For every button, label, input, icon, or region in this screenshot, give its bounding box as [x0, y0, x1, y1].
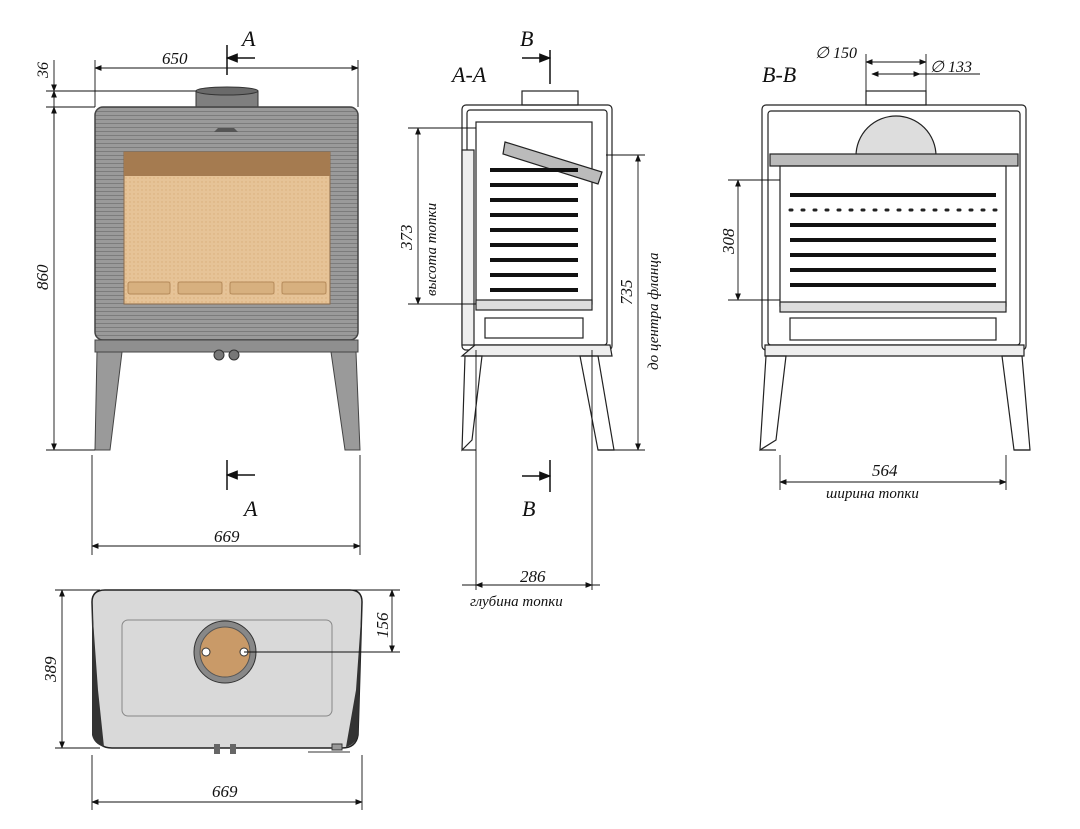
section-aa-dimensions	[408, 50, 645, 590]
section-label-a-bottom: A	[242, 496, 258, 521]
section-aa-view	[460, 90, 615, 452]
front-dimension-labels: 650 36 860 669 A A	[33, 26, 258, 546]
dim-firebox-height: 373	[397, 225, 416, 252]
dim-flue-offset: 156	[373, 612, 392, 638]
section-bb-labels: B-B ∅ 150 ∅ 133 308 564 ширина топки	[719, 45, 972, 502]
air-knob-right	[228, 349, 240, 361]
air-knobs-top	[214, 744, 220, 754]
section-bb-view	[759, 90, 1031, 452]
leg-left	[94, 351, 123, 451]
top-view-labels: 389 156 669	[41, 612, 392, 801]
label-firebox-width: ширина топки	[826, 486, 919, 502]
dim-flue-height: 36	[35, 62, 52, 79]
ash-section	[94, 339, 359, 353]
section-label-b-top: B	[520, 26, 533, 51]
dim-top-width: 669	[212, 782, 238, 801]
top-view	[91, 589, 363, 754]
top-view-dimensions	[55, 589, 400, 810]
section-aa-title: A-A	[450, 62, 487, 87]
dim-firebox-depth: 286	[520, 567, 546, 586]
dim-top-depth: 389	[41, 656, 60, 683]
dim-height: 860	[33, 264, 52, 290]
section-aa-labels: A-A B B 373 высота топки 735 до центра ф…	[397, 26, 662, 610]
section-label-a-top: A	[240, 26, 256, 51]
air-knob-left	[213, 349, 225, 361]
dim-flue-outer: ∅ 150	[815, 45, 857, 62]
section-bb-title: B-B	[762, 62, 796, 87]
glass-door	[123, 151, 331, 305]
dim-bb-height: 308	[719, 228, 738, 255]
dim-firebox-width: 564	[872, 461, 898, 480]
aa-liner-slots	[490, 168, 578, 292]
section-label-b-bottom: B	[522, 496, 535, 521]
leg-right	[330, 351, 361, 451]
label-flange-center: до центра фланца	[646, 252, 662, 370]
front-dimensions	[46, 45, 361, 555]
dim-flue-inner: ∅ 133	[930, 59, 972, 76]
front-view	[94, 86, 361, 451]
dim-width-bottom: 669	[214, 527, 240, 546]
dim-width-top: 650	[162, 49, 188, 68]
grate-slots	[127, 281, 327, 295]
label-firebox-depth: глубина топки	[470, 594, 563, 610]
label-firebox-height: высота топки	[424, 203, 440, 296]
dim-flange-center: 735	[617, 280, 636, 306]
section-bb-dimensions	[728, 54, 1007, 490]
bb-liner-slots	[790, 193, 996, 287]
